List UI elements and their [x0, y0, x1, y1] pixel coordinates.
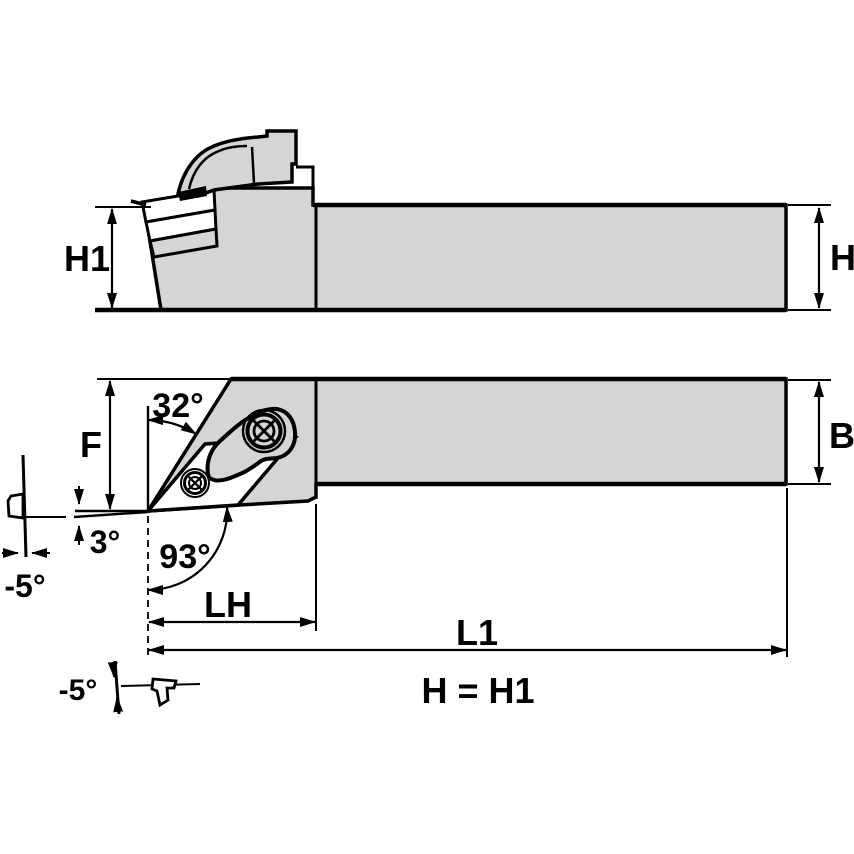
clamp-screw-inner-ring [252, 419, 276, 443]
head-step-outline [296, 165, 315, 188]
clamp-screw [241, 408, 287, 454]
back-rake-label: -5° [59, 674, 98, 707]
dim-h1: H1 [64, 206, 151, 309]
side-rake-detail: -5° [2, 454, 66, 604]
angle-32-label: 32° [152, 387, 203, 425]
angle-93: 93° [147, 506, 233, 596]
dim-h: H [788, 204, 854, 311]
cutting-edge-stub [130, 199, 147, 207]
equation-label: H = H1 [421, 670, 534, 711]
clamp-inner-edge [250, 146, 256, 184]
back-rake-arrow-bottom [113, 696, 124, 713]
clamp-screw-cross-2 [252, 419, 276, 443]
insert-screw-outer-ring [183, 471, 207, 495]
angle-3: 3° [73, 486, 149, 560]
side-rake-label: -5° [4, 568, 45, 604]
clamp-screw-outer-ring [245, 412, 283, 450]
dim-lh: LH [148, 504, 317, 631]
angle-32-arc [147, 415, 197, 435]
back-rake-insert-profile [150, 677, 178, 708]
angle-93-arc [147, 506, 233, 596]
f-label: F [80, 424, 102, 465]
angle-3-edge-extension [73, 510, 149, 519]
side-rake-tilted-line [21, 454, 28, 558]
angle-3-label: 3° [90, 524, 121, 560]
dim-b: B [788, 379, 854, 485]
angle-32: 32° [146, 387, 204, 513]
lh-label: LH [204, 584, 252, 625]
dim-f: F [80, 378, 236, 510]
b-label: B [829, 415, 854, 456]
insert-screw [180, 468, 210, 498]
insert-screw-cross-2 [186, 474, 204, 492]
plan-view [143, 376, 788, 514]
angle-93-label: 93° [159, 538, 210, 576]
back-rake-arrow-top [107, 661, 118, 678]
side-view [95, 129, 788, 313]
clamp-side [175, 129, 298, 198]
side-rake-insert-profile [6, 492, 25, 520]
pocket-side-strip [148, 227, 219, 259]
h-label: H [830, 237, 854, 278]
dim-l1: L1 [147, 488, 788, 657]
insert-screw-inner-ring [188, 476, 202, 490]
l1-label: L1 [456, 612, 498, 653]
clamp-inner-curve [187, 144, 248, 190]
insert-screw-boss [180, 468, 210, 498]
back-rake-detail: -5° [59, 660, 201, 715]
clamp-screw-boss [241, 408, 287, 454]
clamp-contact-patch [178, 186, 207, 201]
h1-label: H1 [64, 238, 110, 279]
